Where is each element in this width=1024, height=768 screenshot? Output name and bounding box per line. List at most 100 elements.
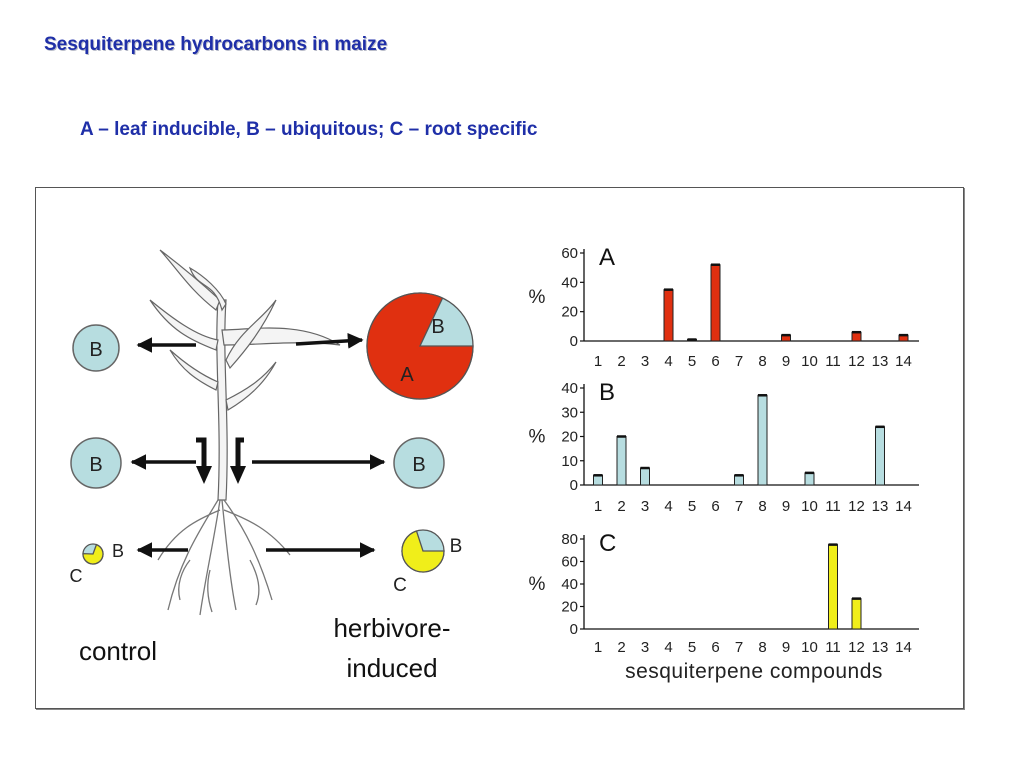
y-tick-label: 40	[561, 274, 578, 291]
y-axis-label: %	[529, 427, 546, 448]
chart-title: B	[599, 379, 615, 406]
control-label: control	[79, 636, 157, 666]
x-tick-label: 14	[895, 353, 912, 370]
stem-transport-arrows	[196, 437, 244, 470]
x-tick-label: 3	[641, 353, 649, 370]
bar	[640, 467, 650, 486]
leaf-control-b-label: B	[89, 339, 102, 361]
y-tick-label: 20	[561, 304, 578, 321]
root-induced-pie-main-slice	[401, 530, 445, 573]
herbivore-induced-label-2: induced	[346, 653, 437, 683]
root-induced-b-label: B	[450, 536, 463, 557]
induced-pie-b-label: B	[431, 316, 444, 338]
root-control-pie-main-slice	[82, 543, 104, 565]
y-tick-label: 80	[561, 531, 578, 548]
x-tick-label: 12	[848, 639, 865, 656]
y-tick-label: 10	[561, 453, 578, 470]
x-tick-label: 1	[594, 639, 602, 656]
maize-plant-illustration	[149, 249, 341, 616]
x-tick-label: 2	[617, 353, 625, 370]
leaf-control-b-circle	[72, 324, 120, 372]
x-tick-label: 3	[641, 639, 649, 656]
bar	[828, 544, 838, 630]
x-tick-label: 6	[711, 639, 719, 656]
induced-pie-a-label: A	[400, 364, 414, 386]
x-axis-label: sesquiterpene compounds	[625, 660, 883, 683]
bar	[593, 474, 603, 486]
root-control-c-label: C	[70, 566, 83, 586]
y-axis-label: %	[529, 287, 546, 308]
y-tick-label: 60	[561, 245, 578, 262]
bar	[663, 289, 674, 342]
x-tick-label: 8	[758, 639, 766, 656]
chart-title: A	[599, 244, 615, 271]
x-tick-label: 5	[688, 498, 696, 515]
x-tick-label: 4	[664, 639, 672, 656]
x-tick-label: 1	[594, 498, 602, 515]
x-tick-label: 2	[617, 639, 625, 656]
x-tick-label: 2	[617, 498, 625, 515]
y-axis-label: %	[529, 574, 546, 595]
emission-arrows	[130, 332, 386, 558]
x-tick-label: 6	[711, 353, 719, 370]
bar	[757, 394, 768, 486]
x-tick-label: 7	[735, 353, 743, 370]
root-control-b-label: B	[112, 541, 124, 561]
x-tick-label: 14	[895, 639, 912, 656]
arrow-leaf-induced	[295, 332, 364, 349]
x-tick-label: 10	[801, 353, 818, 370]
x-tick-label: 4	[664, 353, 672, 370]
stem-induced-b-label: B	[412, 454, 425, 476]
x-tick-label: 11	[825, 498, 841, 515]
y-tick-label: 40	[561, 380, 578, 397]
bar	[734, 474, 744, 486]
stem-control-b-circle	[70, 437, 122, 489]
x-tick-label: 11	[825, 353, 841, 370]
y-tick-label: 20	[561, 599, 578, 616]
x-tick-label: 5	[688, 639, 696, 656]
bar	[804, 472, 815, 486]
herbivore-induced-label-1: herbivore-	[333, 613, 450, 643]
x-tick-label: 10	[801, 498, 818, 515]
x-tick-label: 4	[664, 498, 672, 515]
x-tick-label: 3	[641, 498, 649, 515]
induced-leaf-pie-main-slice	[366, 292, 474, 400]
x-tick-label: 11	[825, 639, 841, 656]
bar	[710, 264, 721, 342]
root-control-pie	[82, 543, 104, 565]
stem-induced-b-circle	[393, 437, 445, 489]
y-tick-label: 60	[561, 554, 578, 571]
stem-arrow-heads	[196, 466, 246, 484]
induced-leaf-pie	[366, 292, 474, 400]
x-tick-label: 5	[688, 353, 696, 370]
bar	[616, 436, 627, 486]
y-tick-label: 0	[570, 333, 578, 350]
x-tick-label: 7	[735, 498, 743, 515]
x-tick-label: 8	[758, 353, 766, 370]
y-tick-label: 0	[570, 477, 578, 494]
chart-title: C	[599, 530, 616, 557]
y-tick-label: 0	[570, 621, 578, 638]
x-tick-label: 9	[782, 498, 790, 515]
root-induced-c-label: C	[393, 575, 407, 596]
x-tick-label: 12	[848, 498, 865, 515]
slide-subtitle: A – leaf inducible, B – ubiquitous; C – …	[80, 119, 538, 140]
y-tick-label: 40	[561, 576, 578, 593]
x-tick-label: 7	[735, 639, 743, 656]
x-tick-label: 13	[872, 498, 889, 515]
bar	[875, 426, 885, 486]
bar	[851, 331, 862, 342]
x-tick-label: 8	[758, 498, 766, 515]
y-tick-label: 20	[561, 429, 578, 446]
x-tick-label: 12	[848, 353, 865, 370]
x-tick-label: 6	[711, 498, 719, 515]
x-tick-label: 14	[895, 498, 912, 515]
bar	[851, 598, 862, 630]
x-tick-label: 9	[782, 639, 790, 656]
x-tick-label: 1	[594, 353, 602, 370]
x-tick-label: 10	[801, 639, 818, 656]
